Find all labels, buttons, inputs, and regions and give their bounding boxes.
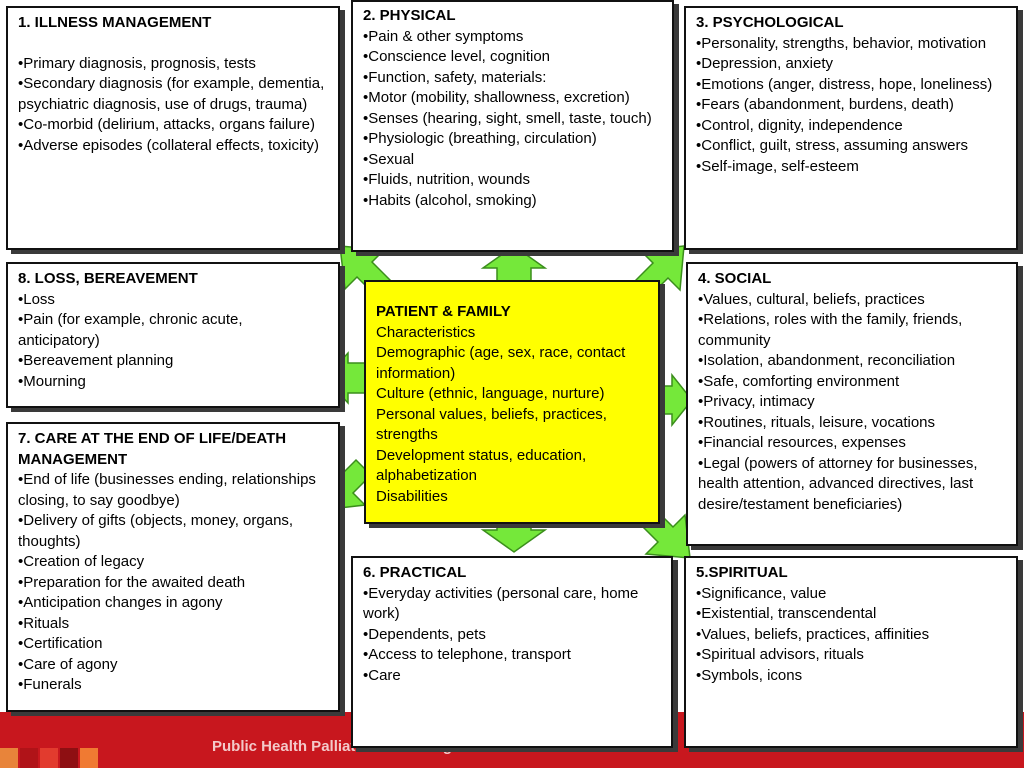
list-item: •Existential, transcendental bbox=[696, 605, 877, 622]
list-item: •Symbols, icons bbox=[696, 666, 803, 684]
list-item: •Funerals bbox=[18, 676, 82, 693]
list-item: •Creation of legacy bbox=[18, 553, 145, 570]
list-item: •Bereavement planning bbox=[18, 352, 174, 369]
list-item: •Safe, comforting environment bbox=[698, 372, 900, 390]
list-item: •Senses (hearing, sight, smell, taste, t… bbox=[363, 109, 652, 127]
footer-square bbox=[60, 748, 78, 768]
list-item: •Care of agony bbox=[18, 655, 118, 673]
list-item: •Delivery of gifts (objects, money, orga… bbox=[18, 512, 294, 550]
list-item: •Anticipation changes in agony bbox=[18, 594, 223, 611]
box-title: 2. PHYSICAL bbox=[363, 7, 456, 24]
arrow-down-icon bbox=[480, 521, 548, 553]
loss-bereavement-box: 8. LOSS, BEREAVEMENT •Loss •Pain (for ex… bbox=[6, 262, 340, 408]
list-item: •Primary diagnosis, prognosis, tests bbox=[18, 54, 256, 72]
list-item: •Financial resources, expenses bbox=[698, 434, 906, 451]
list-item: •Dependents, pets bbox=[363, 625, 486, 643]
list-item: Demographic (age, sex, race, contact inf… bbox=[376, 344, 626, 382]
box-title: 7. CARE AT THE END OF LIFE/DEATH MANAGEM… bbox=[18, 430, 287, 468]
list-item: •Pain (for example, chronic acute, antic… bbox=[18, 311, 243, 349]
list-item: •Personality, strengths, behavior, motiv… bbox=[696, 34, 987, 52]
list-item: •Routines, rituals, leisure, vocations bbox=[698, 413, 936, 431]
list-item: •Emotions (anger, distress, hope, loneli… bbox=[696, 75, 993, 93]
list-item: •Fluids, nutrition, wounds bbox=[363, 171, 530, 188]
list-item: Development status, education, alphabeti… bbox=[376, 446, 587, 485]
list-item: •Secondary diagnosis (for example, demen… bbox=[18, 75, 325, 113]
box-title: 1. ILLNESS MANAGEMENT bbox=[18, 14, 212, 31]
practical-box: 6. PRACTICAL •Everyday activities (perso… bbox=[351, 556, 673, 748]
list-item: •Physiologic (breathing, circulation) bbox=[363, 130, 597, 147]
list-item: •Legal (powers of attorney for businesse… bbox=[698, 454, 978, 513]
box-title: 5.SPIRITUAL bbox=[696, 564, 788, 581]
illness-management-box: 1. ILLNESS MANAGEMENT •Primary diagnosis… bbox=[6, 6, 340, 250]
list-item: •Function, safety, materials: bbox=[363, 68, 547, 86]
list-item: •End of life (businesses ending, relatio… bbox=[18, 471, 316, 509]
list-item: •Values, cultural, beliefs, practices bbox=[698, 290, 925, 308]
list-item: •Care bbox=[363, 666, 401, 684]
list-item: •Significance, value bbox=[696, 584, 827, 602]
footer-square bbox=[40, 748, 58, 768]
list-item: •Habits (alcohol, smoking) bbox=[363, 191, 537, 209]
list-item: •Depression, anxiety bbox=[696, 55, 833, 72]
box-title: 6. PRACTICAL bbox=[363, 564, 467, 581]
list-item: •Self-image, self-esteem bbox=[696, 157, 859, 175]
list-item: •Sexual bbox=[363, 150, 415, 168]
list-item: •Pain & other symptoms bbox=[363, 27, 524, 45]
list-item: Personal values, beliefs, practices, str… bbox=[376, 405, 607, 444]
list-item: •Adverse episodes (collateral effects, t… bbox=[18, 136, 319, 154]
list-item: •Rituals bbox=[18, 614, 70, 632]
patient-family-box: PATIENT & FAMILY Characteristics Demogra… bbox=[364, 280, 660, 524]
list-item: •Control, dignity, independence bbox=[696, 116, 903, 134]
list-item: •Preparation for the awaited death bbox=[18, 573, 246, 591]
box-title: PATIENT & FAMILY bbox=[376, 303, 511, 320]
list-item: •Access to telephone, transport bbox=[363, 646, 571, 663]
list-item: •Mourning bbox=[18, 372, 86, 390]
list-item: •Conflict, guilt, stress, assuming answe… bbox=[696, 137, 969, 154]
list-item: Characteristics bbox=[376, 323, 476, 341]
list-item: •Privacy, intimacy bbox=[698, 393, 815, 410]
list-item: •Values, beliefs, practices, affinities bbox=[696, 625, 930, 643]
box-title: 4. SOCIAL bbox=[698, 270, 772, 287]
list-item: •Co-morbid (delirium, attacks, organs fa… bbox=[18, 116, 316, 133]
list-item: •Loss bbox=[18, 290, 55, 308]
list-item: Culture (ethnic, language, nurture) bbox=[376, 385, 605, 402]
list-item: •Relations, roles with the family, frien… bbox=[698, 311, 963, 349]
end-of-life-care-box: 7. CARE AT THE END OF LIFE/DEATH MANAGEM… bbox=[6, 422, 340, 712]
spiritual-box: 5.SPIRITUAL •Significance, value •Existe… bbox=[684, 556, 1018, 748]
list-item: •Spiritual advisors, rituals bbox=[696, 646, 864, 663]
list-item: Disabilities bbox=[376, 487, 448, 505]
list-item: •Certification bbox=[18, 635, 103, 652]
footer-square bbox=[20, 748, 38, 768]
list-item: •Conscience level, cognition bbox=[363, 48, 551, 65]
list-item: •Motor (mobility, shallowness, excretion… bbox=[363, 89, 630, 106]
footer-square bbox=[80, 748, 98, 768]
box-title: 8. LOSS, BEREAVEMENT bbox=[18, 270, 198, 287]
social-box: 4. SOCIAL •Values, cultural, beliefs, pr… bbox=[686, 262, 1018, 546]
footer-square bbox=[0, 748, 18, 768]
list-item: •Everyday activities (personal care, hom… bbox=[363, 584, 639, 623]
list-item: •Fears (abandonment, burdens, death) bbox=[696, 96, 954, 113]
physical-box: 2. PHYSICAL •Pain & other symptoms •Cons… bbox=[351, 0, 674, 252]
box-title: 3. PSYCHOLOGICAL bbox=[696, 14, 844, 31]
psychological-box: 3. PSYCHOLOGICAL •Personality, strengths… bbox=[684, 6, 1018, 250]
list-item: •Isolation, abandonment, reconciliation bbox=[698, 352, 956, 369]
